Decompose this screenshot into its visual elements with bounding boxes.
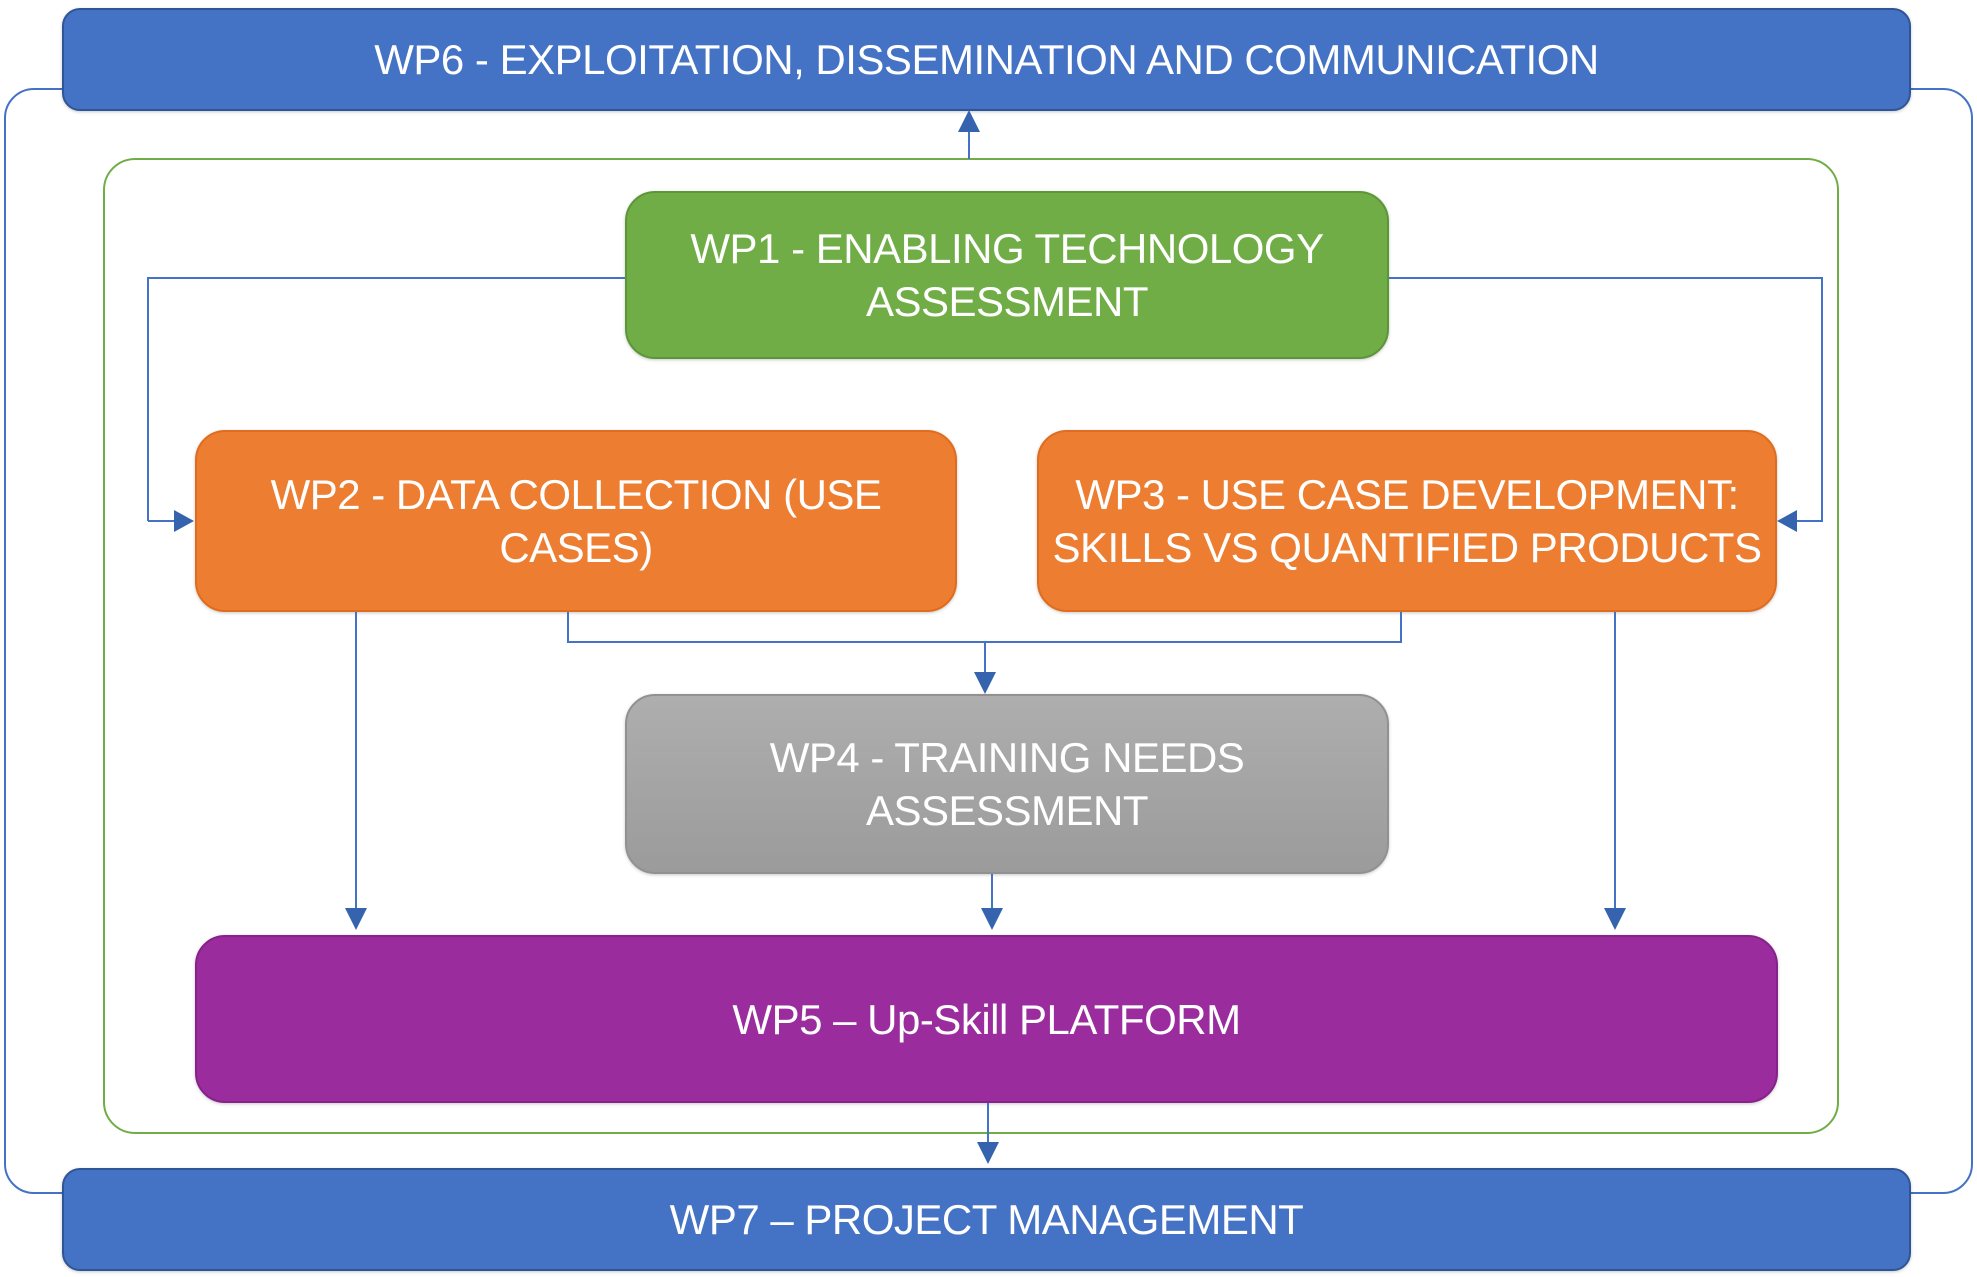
connector-junction-wp4-vertical [984, 641, 986, 674]
box-wp6: WP6 - EXPLOITATION, DISSEMINATION AND CO… [62, 8, 1911, 111]
box-wp1: WP1 - ENABLING TECHNOLOGY ASSESSMENT [625, 191, 1389, 359]
arrowhead-into-wp6 [958, 110, 980, 132]
arrowhead-into-wp3 [1777, 510, 1797, 532]
box-wp1-label-line2: ASSESSMENT [865, 278, 1149, 325]
arrowhead-into-wp4 [974, 672, 996, 694]
connector-wp3-wp5-vertical [1614, 612, 1616, 910]
connector-wp1-wp6-line [968, 131, 970, 159]
box-wp2-label: WP2 - DATA COLLECTION (USE CASES) [270, 471, 882, 571]
connector-wp1-wp2-stub [148, 520, 176, 522]
arrowhead-into-wp2 [174, 510, 194, 532]
connector-wp2-junction-vertical [567, 612, 569, 643]
connector-wp1-wp3-horizontal [1389, 277, 1823, 279]
box-wp7-label: WP7 – PROJECT MANAGEMENT [669, 1196, 1304, 1243]
inner-green-frame [103, 158, 1839, 1134]
connector-wp1-wp3-stub [1797, 520, 1823, 522]
box-wp5-label: WP5 – Up-Skill PLATFORM [732, 995, 1241, 1043]
connector-wp2-wp5-vertical [355, 612, 357, 910]
connector-wp3-junction-vertical [1400, 612, 1402, 643]
box-wp6-label: WP6 - EXPLOITATION, DISSEMINATION AND CO… [374, 36, 1599, 83]
arrowhead-into-wp7 [977, 1142, 999, 1164]
box-wp5: WP5 – Up-Skill PLATFORM [195, 935, 1778, 1103]
arrowhead-wp3-into-wp5 [1604, 908, 1626, 930]
connector-wp4-wp5-vertical [991, 874, 993, 910]
box-wp2: WP2 - DATA COLLECTION (USE CASES) [195, 430, 957, 612]
box-wp3-label-line1: WP3 - USE CASE DEVELOPMENT: [1075, 471, 1739, 518]
connector-wp1-wp3-vertical [1821, 277, 1823, 521]
connector-wp1-wp2-vertical [147, 277, 149, 521]
arrowhead-wp4-into-wp5 [981, 908, 1003, 930]
box-wp1-label-line1: WP1 - ENABLING TECHNOLOGY [690, 225, 1324, 272]
arrowhead-wp2-into-wp5 [345, 908, 367, 930]
box-wp4-label: WP4 - TRAINING NEEDS ASSESSMENT [769, 734, 1245, 834]
box-wp3: WP3 - USE CASE DEVELOPMENT: SKILLS VS QU… [1037, 430, 1777, 612]
connector-wp5-wp7-vertical [987, 1103, 989, 1144]
connector-wp1-wp2-horizontal [148, 277, 625, 279]
box-wp7: WP7 – PROJECT MANAGEMENT [62, 1168, 1911, 1271]
box-wp3-label-line2: SKILLS VS QUANTIFIED PRODUCTS [1052, 524, 1762, 571]
box-wp4: WP4 - TRAINING NEEDS ASSESSMENT [625, 694, 1389, 874]
